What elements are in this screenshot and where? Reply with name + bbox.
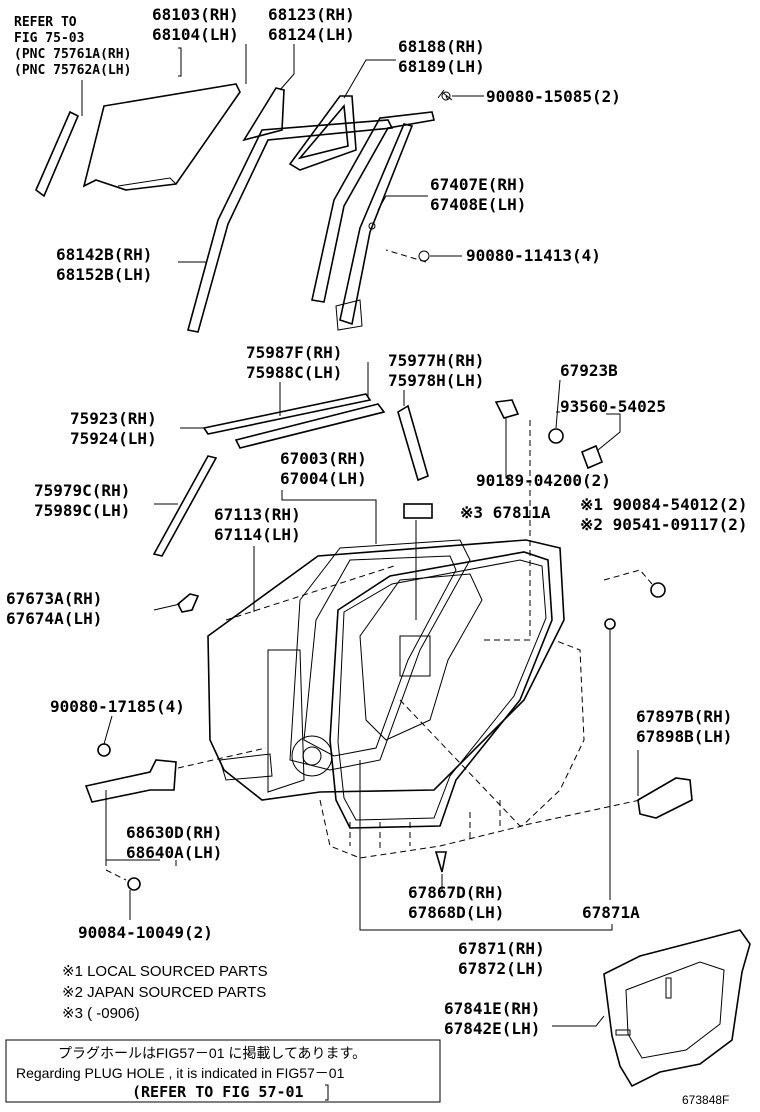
label-75987f: 75987F(RH) bbox=[246, 343, 342, 362]
assembly-dashed-lines bbox=[105, 249, 653, 881]
label-67841e: 67841E(RH) bbox=[444, 999, 540, 1018]
plug-67811a bbox=[403, 503, 433, 519]
clip-90189 bbox=[494, 399, 520, 419]
svg-text:(PNC 75762A(LH): (PNC 75762A(LH) bbox=[14, 63, 131, 78]
label-75989c: 75989C(LH) bbox=[34, 501, 130, 520]
svg-text:プラグホールはFIG57－01 に掲載してあります。: プラグホールはFIG57－01 に掲載してあります。 bbox=[58, 1045, 366, 1061]
label-67113: 67113(RH) bbox=[214, 505, 301, 524]
label-68189: 68189(LH) bbox=[398, 57, 485, 76]
door-glass bbox=[82, 83, 241, 191]
label-90084-54012: ※1 90084-54012(2) bbox=[580, 495, 748, 514]
label-90084-10049: 90084-10049(2) bbox=[78, 923, 213, 942]
svg-text:※3 ( -0906): ※3 ( -0906) bbox=[62, 1005, 140, 1022]
source-notes: ※1 LOCAL SOURCED PARTS ※2 JAPAN SOURCED … bbox=[62, 963, 268, 1022]
svg-text:(REFER TO FIG 57-01: (REFER TO FIG 57-01 bbox=[132, 1083, 304, 1101]
svg-text:(PNC 75761A(RH): (PNC 75761A(RH) bbox=[14, 47, 131, 62]
bolt-90084-10049 bbox=[127, 877, 141, 891]
label-67842e: 67842E(LH) bbox=[444, 1019, 540, 1038]
label-90080-17185: 90080-17185(4) bbox=[50, 697, 185, 716]
leader-lines bbox=[81, 44, 639, 1027]
label-67408e: 67408E(LH) bbox=[430, 195, 526, 214]
label-67872: 67872(LH) bbox=[458, 959, 545, 978]
label-90080-15085: 90080-15085(2) bbox=[486, 87, 621, 106]
belt-moulding-75923 bbox=[202, 393, 372, 435]
label-75924: 75924(LH) bbox=[70, 429, 157, 448]
clip-67867 bbox=[434, 851, 447, 873]
label-68103: 68103(RH) bbox=[152, 5, 239, 24]
label-90080-11413: 90080-11413(4) bbox=[466, 246, 601, 265]
svg-text:FIG 75-03: FIG 75-03 bbox=[14, 31, 84, 46]
label-68152b: 68152B(LH) bbox=[56, 265, 152, 284]
quarter-glass-68103 bbox=[35, 110, 80, 198]
label-67868d: 67868D(LH) bbox=[408, 903, 504, 922]
service-hole-cover bbox=[603, 929, 751, 1088]
clip-93560 bbox=[580, 444, 604, 470]
label-67871: 67871(RH) bbox=[458, 939, 545, 958]
label-75979c: 75979C(RH) bbox=[34, 481, 130, 500]
label-75988c: 75988C(LH) bbox=[246, 363, 342, 382]
label-68188: 68188(RH) bbox=[398, 37, 485, 56]
bolt-90080-17185 bbox=[97, 743, 111, 757]
label-67867d: 67867D(RH) bbox=[408, 883, 504, 902]
weatherstrip-67871 bbox=[329, 551, 553, 829]
label-93560-54025: 93560-54025 bbox=[560, 397, 666, 416]
belt-moulding-75977 bbox=[397, 404, 429, 482]
label-67871a: 67871A bbox=[582, 903, 640, 922]
label-67003: 67003(RH) bbox=[280, 449, 367, 468]
label-68142b: 68142B(RH) bbox=[56, 245, 152, 264]
belt-moulding-75987 bbox=[234, 403, 386, 449]
label-68104: 68104(LH) bbox=[152, 25, 239, 44]
svg-text:REFER TO: REFER TO bbox=[14, 15, 77, 30]
label-67897b: 67897B(RH) bbox=[636, 707, 732, 726]
refer-top-note: REFER TO FIG 75-03 (PNC 75761A(RH) (PNC … bbox=[14, 15, 131, 78]
label-67673a: 67673A(RH) bbox=[6, 589, 102, 608]
label-68123: 68123(RH) bbox=[268, 5, 355, 24]
label-90541-09117: ※2 90541-09117(2) bbox=[580, 515, 748, 534]
label-68124: 68124(LH) bbox=[268, 25, 355, 44]
quarter-window-68123 bbox=[242, 87, 285, 142]
pad-67897 bbox=[637, 777, 693, 819]
check-assy-68630 bbox=[84, 759, 177, 803]
svg-text:※2 JAPAN SOURCED PARTS: ※2 JAPAN SOURCED PARTS bbox=[62, 984, 266, 1001]
frame-67407 bbox=[311, 111, 435, 326]
clip-90084-54012 bbox=[650, 582, 666, 598]
label-67004: 67004(LH) bbox=[280, 469, 367, 488]
label-75923: 75923(RH) bbox=[70, 409, 157, 428]
label-75978h: 75978H(LH) bbox=[388, 371, 484, 390]
label-67114: 67114(LH) bbox=[214, 525, 301, 544]
plug-hole-note-box: プラグホールはFIG57－01 に掲載してあります。 Regarding PLU… bbox=[5, 1039, 441, 1103]
label-90189-04200: 90189-04200(2) bbox=[476, 471, 611, 490]
label-75977h: 75977H(RH) bbox=[388, 351, 484, 370]
label-67923b: 67923B bbox=[560, 361, 618, 380]
label-68640a: 68640A(LH) bbox=[126, 843, 222, 862]
garnish-75979 bbox=[152, 455, 218, 557]
svg-text:※1 LOCAL SOURCED PARTS: ※1 LOCAL SOURCED PARTS bbox=[62, 963, 268, 980]
clip-90541 bbox=[604, 618, 616, 630]
svg-text:Regarding PLUG HOLE , it is i: Regarding PLUG HOLE , it is indicated in… bbox=[16, 1065, 345, 1081]
diagram-code: 673848F bbox=[682, 1093, 729, 1107]
label-67811a: ※3 67811A bbox=[460, 503, 551, 522]
label-68630d: 68630D(RH) bbox=[126, 823, 222, 842]
label-67674a: 67674A(LH) bbox=[6, 609, 102, 628]
clip-67673 bbox=[177, 593, 200, 613]
label-67407e: 67407E(RH) bbox=[430, 175, 526, 194]
label-67898b: 67898B(LH) bbox=[636, 727, 732, 746]
